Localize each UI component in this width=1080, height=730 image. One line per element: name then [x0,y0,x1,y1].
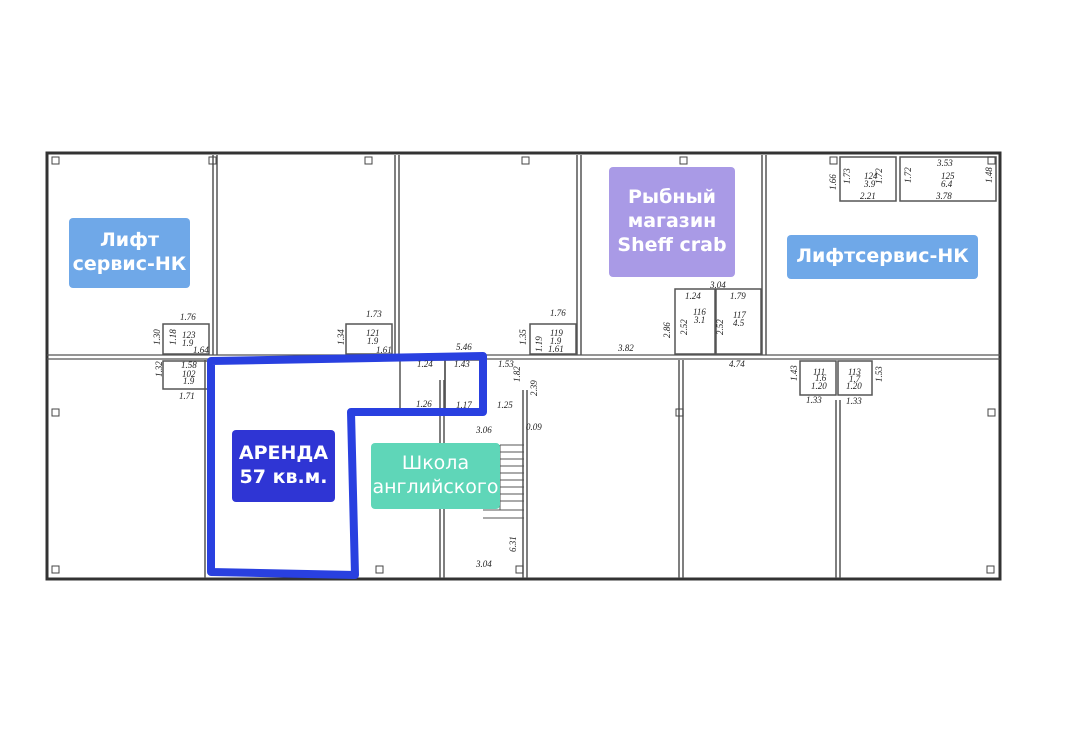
dim-label: 1.82 [512,366,522,382]
dim-label: 1.24 [685,291,701,301]
dim-label: 1.17 [456,400,472,410]
label-english-school: Школа английского [371,443,500,509]
dim-label: 1.26 [416,399,432,409]
dim-label: 1.43 [789,365,799,381]
dim-label: 1.33 [846,396,862,406]
dim-label: 1.7 [849,374,861,384]
dim-label: 102 [182,369,196,379]
dim-label: 1.79 [730,291,746,301]
dim-label: 3.53 [936,158,953,168]
dim-label: 1.32 [154,361,164,377]
label-rent: АРЕНДА 57 кв.м. [232,430,335,502]
dim-label: 1.64 [193,345,209,355]
dim-label: 117 [733,310,746,320]
dim-label: 1.61 [376,345,392,355]
label-fish-shop: Рыбный магазин Sheff crab [609,167,735,277]
dim-label: 1.9 [182,338,194,348]
dim-label: 2.39 [529,380,539,396]
dim-label: 3.78 [935,191,952,201]
label-line: Sheff crab [617,233,727,256]
dim-label: 1.18 [168,329,178,345]
label-line: АРЕНДА [238,442,329,465]
dim-label: 113 [848,367,861,377]
dim-label: 1.72 [903,167,913,183]
interior-walls [162,155,997,578]
dim-label: 1.20 [846,381,862,391]
dim-label: 1.9 [183,376,195,386]
outer-walls [45,151,1002,581]
dim-label: 3.9 [863,179,876,189]
dim-label: 4.5 [733,318,745,328]
dim-label: 6.4 [941,179,953,189]
label-lift-service-right: Лифтсервис-НК [787,235,978,279]
dim-label: 1.34 [336,329,346,345]
dim-label: 3.04 [475,559,492,569]
dim-label: 116 [693,307,706,317]
label-line: Лифт [100,229,159,252]
dim-label: 1.72 [874,168,884,184]
dim-label: 123 [182,330,196,340]
dim-label: 121 [366,328,380,338]
dim-label: 1.43 [454,359,470,369]
dim-label: 1.19 [534,336,544,352]
dim-label: 2.86 [662,322,672,338]
dim-label: 1.33 [806,395,822,405]
corridor-lines [47,354,1000,360]
dimension-labels: 1.76 1.30 1.18 123 1.9 1.64 1.73 1.34 12… [152,158,994,569]
dim-label: 2.52 [715,319,725,335]
dim-label: 6.31 [508,536,518,552]
dim-label: 1.53 [874,366,884,382]
dim-label: 3.04 [709,280,726,290]
dim-label: 119 [550,328,563,338]
columns [51,156,996,574]
label-line: сервис-НК [72,253,187,275]
dim-label: 1.58 [181,360,197,370]
dim-label: 5.46 [456,342,472,352]
dim-label: 4.74 [729,359,745,369]
staircase [483,444,524,519]
dim-label: 1.9 [550,336,562,346]
label-line: английского [372,476,499,498]
dim-label: 1.24 [417,359,433,369]
dim-label: 124 [864,171,878,181]
dim-label: 1.9 [367,336,379,346]
dim-label: 1.35 [518,329,528,345]
label-lift-service-left: Лифт сервис-НК [69,218,190,288]
dim-label: 1.25 [497,400,513,410]
dim-label: 0.09 [526,422,542,432]
dim-label: 1.6 [815,373,827,383]
dim-label: 3.82 [617,343,634,353]
rental-area-outline [207,352,487,579]
dim-label: 125 [941,171,955,181]
dim-label: 3.06 [475,425,492,435]
label-line: Лифтсервис-НК [796,245,969,268]
label-line: магазин [627,210,717,233]
dim-label: 2.52 [679,319,689,335]
dim-label: 111 [813,367,825,377]
dim-label: 3.1 [693,315,705,325]
dim-label: 1.73 [366,309,382,319]
dim-label: 1.61 [548,344,564,354]
label-line: Рыбный [628,186,716,209]
dim-label: 1.76 [180,312,196,322]
label-line: Школа [401,452,470,475]
dim-label: 2.21 [860,191,876,201]
dim-label: 1.48 [984,167,994,183]
dim-label: 1.20 [811,381,827,391]
dim-label: 1.76 [550,308,566,318]
dim-label: 1.53 [498,359,514,369]
dim-label: 1.71 [179,391,195,401]
label-line: 57 кв.м. [239,466,328,488]
dim-label: 1.30 [152,329,162,345]
dim-label: 1.66 [828,174,838,190]
dim-label: 1.73 [842,168,852,184]
